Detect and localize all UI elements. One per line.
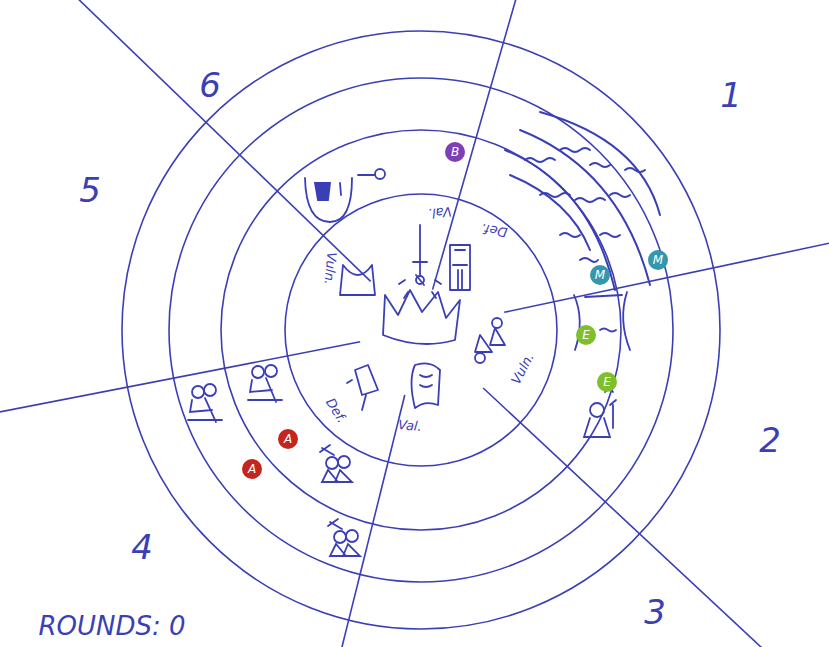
sector-divider — [504, 164, 829, 313]
token-letter: M — [595, 269, 605, 281]
sector-number: 4 — [131, 530, 153, 564]
token-letter: B — [451, 146, 459, 158]
sector-divider — [227, 395, 404, 647]
token-letter: A — [248, 463, 256, 475]
player-token: M — [590, 265, 610, 285]
player-token: E — [597, 372, 617, 392]
stat-label: Def. — [480, 221, 508, 238]
player-token: E — [576, 325, 596, 345]
stat-label: Vuln. — [322, 251, 338, 285]
sector-number: 1 — [720, 78, 742, 112]
player-token: A — [278, 429, 298, 449]
round-counter: ROUNDS: 0 — [38, 613, 185, 639]
sector-divider — [0, 0, 371, 281]
player-token: A — [242, 459, 262, 479]
sector-divider — [0, 342, 360, 483]
stat-label: Val. — [398, 417, 423, 432]
stat-label: Val. — [428, 204, 453, 219]
sector-number: 6 — [199, 68, 221, 102]
token-letter: M — [653, 254, 663, 266]
sector-divider — [483, 388, 829, 647]
sector-number: 3 — [644, 595, 666, 629]
player-token: M — [648, 250, 668, 270]
player-token: B — [445, 142, 465, 162]
token-letter: E — [603, 376, 611, 388]
sector-number: 2 — [759, 423, 781, 457]
stat-label: Def. — [323, 395, 348, 424]
token-letter: A — [284, 433, 292, 445]
stat-label: Vuln. — [509, 350, 536, 385]
token-letter: E — [582, 329, 590, 341]
sector-number: 5 — [79, 173, 101, 207]
